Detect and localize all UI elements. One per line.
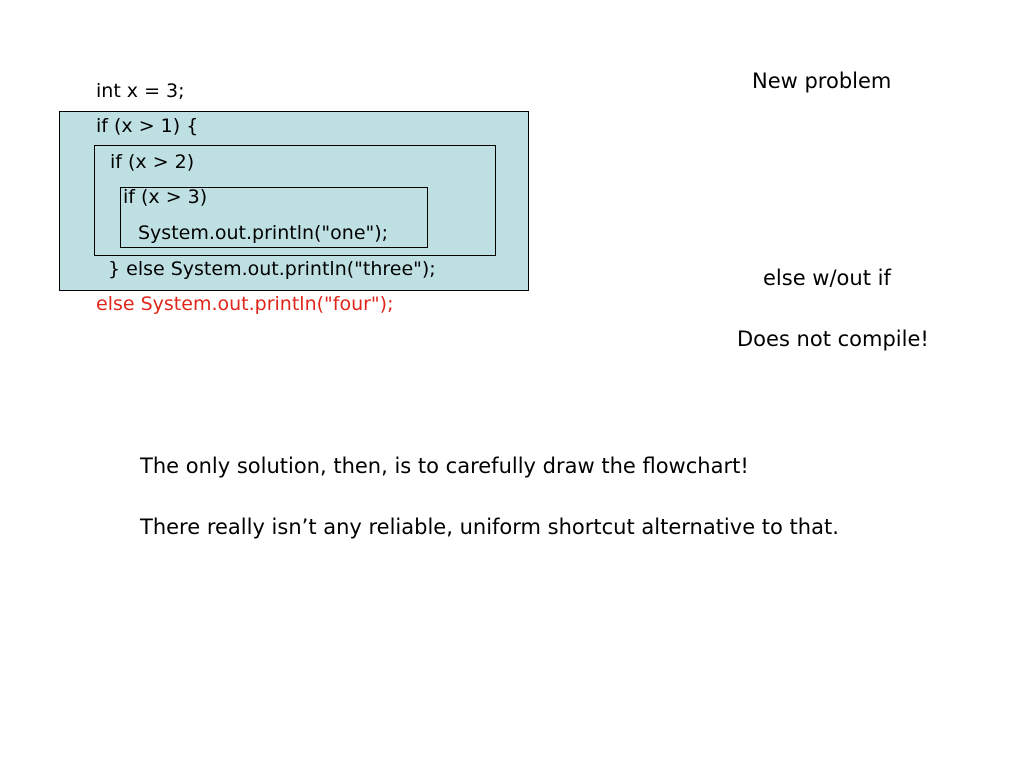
code-line-else-four: else System.out.println("four"); — [96, 293, 394, 315]
body-text-line-2: There really isn’t any reliable, uniform… — [140, 515, 839, 539]
body-text-line-1: The only solution, then, is to carefully… — [140, 454, 749, 478]
outer-if-block-highlight — [59, 111, 529, 291]
inner-if-block-outline — [120, 187, 428, 248]
middle-if-block-outline — [94, 145, 496, 256]
code-line-if-x-gt-1: if (x > 1) { — [96, 115, 199, 137]
side-result: Does not compile! — [737, 327, 929, 351]
side-title: New problem — [752, 69, 892, 93]
code-line-if-x-gt-2: if (x > 2) — [110, 151, 195, 173]
code-line-if-x-gt-3: if (x > 3) — [123, 186, 208, 208]
code-line-declaration: int x = 3; — [96, 80, 185, 102]
code-line-else-three: } else System.out.println("three"); — [108, 258, 436, 280]
side-note: else w/out if — [763, 266, 891, 290]
code-line-println-one: System.out.println("one"); — [138, 222, 389, 244]
